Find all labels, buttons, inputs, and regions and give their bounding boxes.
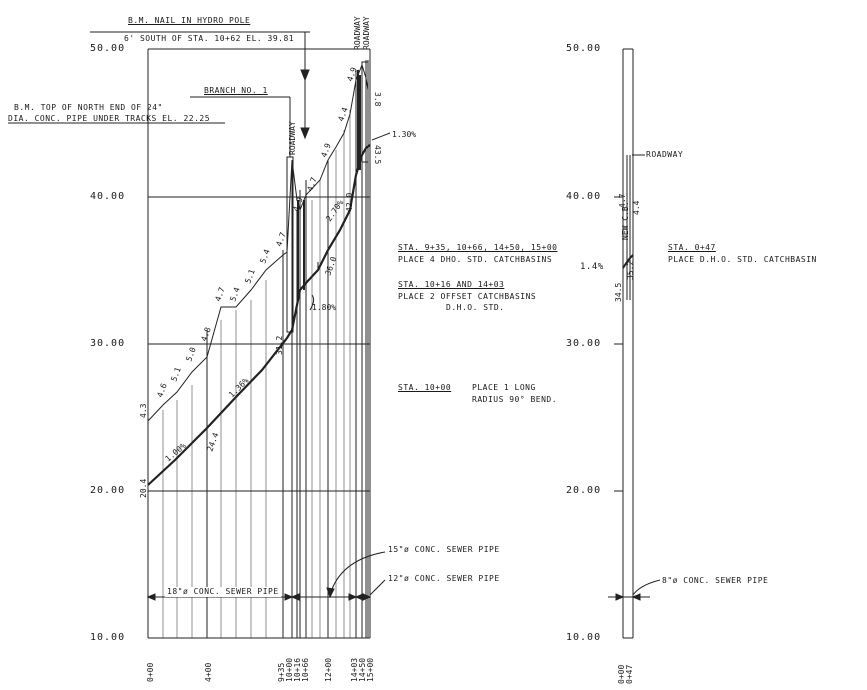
grade-label-3: 2.70% bbox=[324, 198, 345, 223]
note-1-body: PLACE 4 DHO. STD. CATCHBASINS bbox=[398, 255, 553, 264]
right-grade-label: 1.4% bbox=[580, 262, 604, 272]
benchmark-1-line-1: B.M. NAIL IN HYDRO POLE bbox=[128, 16, 251, 25]
pipe-8-label: 8"ø CONC. SEWER PIPE bbox=[662, 576, 769, 585]
roadway-label-right-b: ROADWAY bbox=[362, 16, 371, 50]
right-note-title: STA. 0+47 bbox=[668, 243, 716, 252]
roadway-label-right-a: ROADWAY bbox=[353, 16, 362, 50]
invert-label-5: 43.5 bbox=[373, 145, 382, 164]
invert-label-1: 24.4 bbox=[205, 431, 220, 452]
elev-label-20: 20.00 bbox=[90, 485, 126, 496]
note-2-body-2: D.H.O. STD. bbox=[446, 303, 505, 312]
ground-label-14: 4.9 bbox=[345, 66, 358, 83]
right-elev-label-30: 30.00 bbox=[566, 338, 602, 349]
ground-profile-line bbox=[147, 63, 369, 422]
right-station-label-0: 0+00 bbox=[617, 665, 626, 684]
right-elev-label-50: 50.00 bbox=[566, 43, 602, 54]
elev-label-10: 10.00 bbox=[90, 632, 126, 643]
note-3-body-1: PLACE 1 LONG bbox=[472, 383, 536, 392]
invert-label-2: 31.2 bbox=[275, 336, 284, 355]
station-label-0: 0+00 bbox=[146, 663, 155, 682]
branch-label: BRANCH NO. 1 bbox=[204, 86, 268, 95]
station-label-1: 4+00 bbox=[204, 663, 213, 682]
grade-label-2: 1.80% bbox=[312, 303, 336, 312]
ground-label-5: 4.7 bbox=[213, 286, 226, 303]
note-2-body-1: PLACE 2 OFFSET CATCHBASINS bbox=[398, 292, 537, 301]
elev-label-50: 50.00 bbox=[90, 43, 126, 54]
right-elev-label-40: 40.00 bbox=[566, 191, 602, 202]
grade-label-1: 1.36% bbox=[227, 376, 251, 400]
note-1-title: STA. 9+35, 10+66, 14+50, 15+00 bbox=[398, 243, 558, 252]
ground-label-9: 4.7 bbox=[274, 231, 287, 248]
ground-label-0: 4.3 bbox=[139, 403, 148, 418]
ground-label-8: 5.4 bbox=[258, 248, 271, 265]
ground-label-15: 3.8 bbox=[373, 92, 382, 107]
benchmark-2-line-2: DIA. CONC. PIPE UNDER TRACKS EL. 22.25 bbox=[8, 114, 211, 123]
right-cb-value-1: 4.4 bbox=[632, 200, 641, 215]
invert-label-3: 36.0 bbox=[323, 255, 338, 276]
station-label-4: 10+16 bbox=[293, 658, 302, 682]
benchmark-1-line-2: 6' SOUTH OF STA. 10+62 EL. 39.81 bbox=[124, 34, 295, 43]
pipe-18-label: 18"ø CONC. SEWER PIPE bbox=[165, 587, 281, 597]
ground-label-2: 5.1 bbox=[169, 366, 182, 383]
right-roadway-label: ROADWAY bbox=[646, 150, 684, 159]
benchmark-2-line-1: B.M. TOP OF NORTH END OF 24" bbox=[14, 103, 163, 112]
right-station-label-1: 0+47 bbox=[625, 665, 634, 684]
right-cb-label: NEW C.B. bbox=[621, 201, 630, 240]
station-label-8: 14+50 bbox=[358, 658, 367, 682]
station-label-9: 15+00 bbox=[366, 658, 375, 682]
ground-label-3: 5.0 bbox=[184, 346, 197, 363]
right-cb-value-0: 4.7 bbox=[618, 193, 627, 208]
right-invert-label: 34.5 bbox=[614, 283, 623, 302]
roadway-label-left: ROADWAY bbox=[288, 121, 297, 155]
right-elev-label-10: 10.00 bbox=[566, 632, 602, 643]
pipe-12-label: 12"ø CONC. SEWER PIPE bbox=[388, 574, 500, 583]
ground-label-6: 5.4 bbox=[228, 286, 241, 303]
pipe-15-label: 15"ø CONC. SEWER PIPE bbox=[388, 545, 500, 554]
station-label-6: 12+00 bbox=[324, 658, 333, 682]
right-elev-label-20: 20.00 bbox=[566, 485, 602, 496]
invert-label-0: 20.4 bbox=[139, 479, 148, 498]
ground-label-1: 4.6 bbox=[155, 382, 168, 399]
grade-label-4: 1.30% bbox=[392, 130, 416, 139]
note-2-title: STA. 10+16 AND 14+03 bbox=[398, 280, 505, 289]
station-label-7: 14+03 bbox=[350, 658, 359, 682]
note-3-body-2: RADIUS 90° BEND. bbox=[472, 395, 558, 404]
station-label-3: 10+00 bbox=[285, 658, 294, 682]
ground-label-11: 4.7 bbox=[305, 176, 318, 193]
ground-label-4: 4.8 bbox=[199, 326, 212, 343]
roadway-structure-right bbox=[361, 61, 369, 163]
station-label-2: 9+35 bbox=[277, 663, 286, 682]
note-3-title: STA. 10+00 bbox=[398, 383, 452, 392]
ground-label-7: 5.1 bbox=[243, 268, 256, 285]
elev-label-30: 30.00 bbox=[90, 338, 126, 349]
right-note-body: PLACE D.H.O. STD. CATCHBASIN bbox=[668, 255, 817, 264]
right-invert-label-2: 35.2 bbox=[626, 261, 635, 280]
station-label-5: 10+66 bbox=[301, 658, 310, 682]
sewer-invert-line bbox=[147, 144, 371, 486]
elev-label-40: 40.00 bbox=[90, 191, 126, 202]
invert-label-4: 42.0 bbox=[345, 193, 354, 212]
